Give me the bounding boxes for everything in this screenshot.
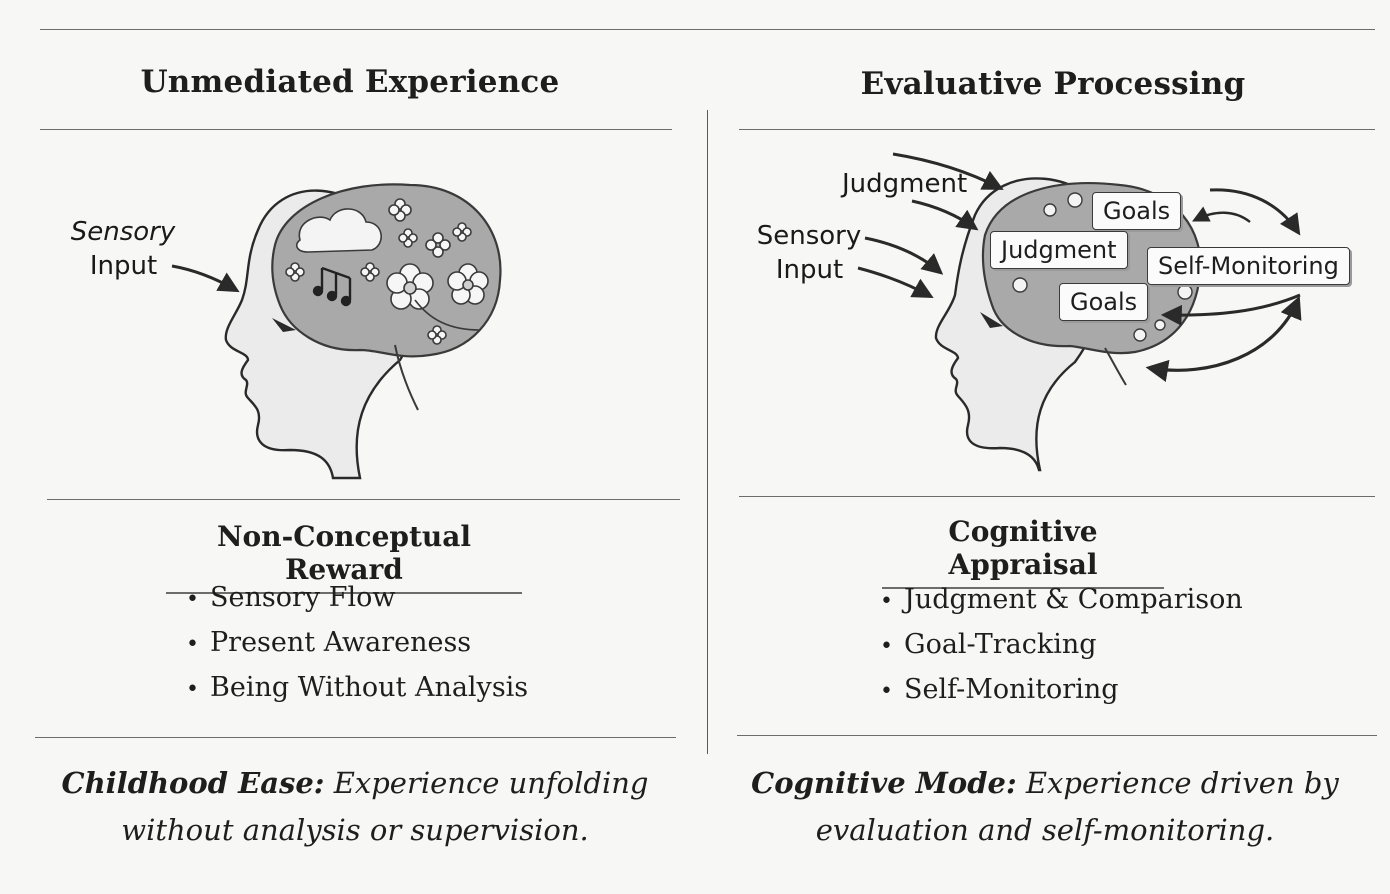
list-item: Present Awareness	[186, 621, 586, 666]
top-rule	[40, 29, 1375, 30]
left-caption-line1: Experience unfolding	[333, 766, 649, 800]
left-column-title: Unmediated Experience	[140, 64, 560, 100]
right-column-title: Evaluative Processing	[860, 66, 1246, 102]
right-caption-bold: Cognitive Mode:	[751, 766, 1017, 800]
list-item: Goal-Tracking	[880, 623, 1300, 668]
right-caption: Cognitive Mode: Experience driven by eva…	[730, 760, 1360, 854]
left-caption-bold: Childhood Ease:	[61, 766, 325, 800]
right-mid-rule	[739, 496, 1375, 497]
left-head-illustration	[171, 183, 502, 480]
right-caption-line1: Experience driven by	[1025, 766, 1339, 800]
right-caption-line2: evaluation and self-monitoring.	[815, 813, 1275, 847]
judgment-tag: Judgment	[990, 231, 1128, 269]
right-sensory-label: Sensory	[756, 221, 862, 251]
right-bullet-list: Judgment & Comparison Goal-Tracking Self…	[880, 578, 1300, 713]
left-bottom-rule	[35, 737, 676, 738]
list-item: Sensory Flow	[186, 576, 586, 621]
left-caption: Childhood Ease: Experience unfolding wit…	[40, 760, 670, 854]
list-item: Being Without Analysis	[186, 666, 586, 711]
right-input-label: Input	[775, 255, 844, 285]
goals-tag-bottom: Goals	[1059, 283, 1149, 321]
right-title-rule	[739, 129, 1375, 130]
left-bullet-list: Sensory Flow Present Awareness Being Wit…	[186, 576, 586, 711]
list-item: Self-Monitoring	[880, 668, 1300, 713]
column-divider	[707, 110, 708, 754]
left-sensory-label: Sensory	[70, 217, 176, 247]
left-mid-rule	[47, 499, 680, 500]
left-input-label: Input	[89, 251, 158, 281]
self-monitoring-tag: Self-Monitoring	[1147, 247, 1350, 285]
left-caption-line2: without analysis or supervision.	[121, 813, 589, 847]
right-judgment-label: Judgment	[842, 169, 968, 199]
goals-tag-top: Goals	[1092, 192, 1182, 230]
list-item: Judgment & Comparison	[880, 578, 1300, 623]
left-title-rule	[40, 129, 672, 130]
right-bottom-rule	[737, 735, 1377, 736]
